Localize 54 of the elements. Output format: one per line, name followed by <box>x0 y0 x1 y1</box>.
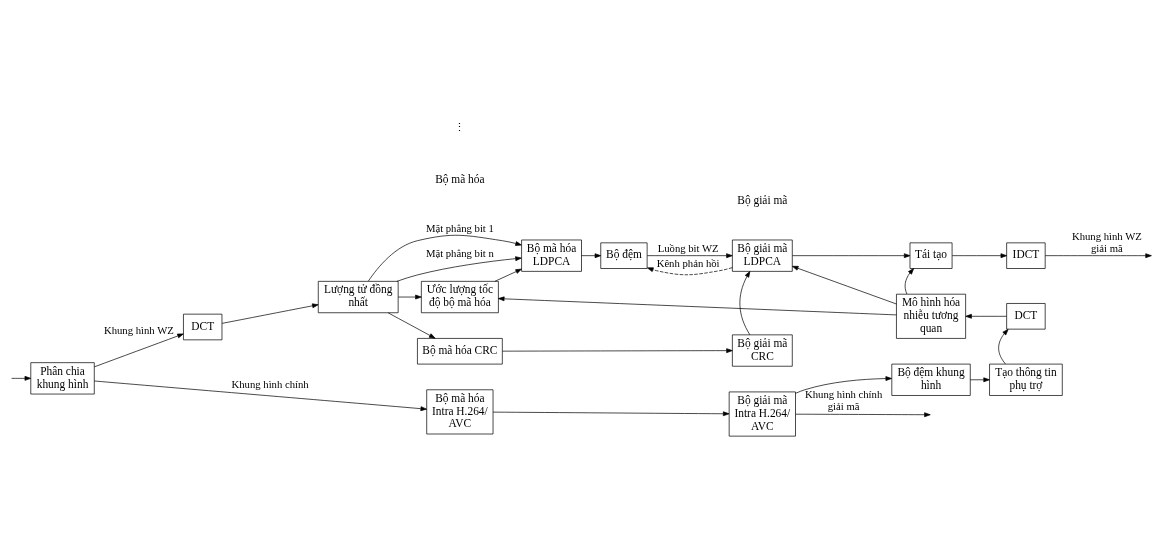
node-box: Phân chia khung hình <box>30 361 95 394</box>
edge-label: Khung hình WZ <box>103 323 174 336</box>
label: Bộ mã hóa <box>435 172 485 185</box>
arrow <box>969 376 990 382</box>
arrow <box>647 266 733 275</box>
arrow <box>94 333 184 367</box>
node-box: Bộ giải mã Intra H.264/ AVC <box>728 391 796 436</box>
label: Bộ giải mã <box>737 193 788 206</box>
node-box: Bộ mã hóa Intra H.264/ AVC <box>426 388 494 434</box>
arrow <box>494 268 522 282</box>
arrow <box>904 267 914 294</box>
arrow <box>396 255 522 282</box>
node-box: Tạo thông tin phụ trợ <box>989 363 1063 396</box>
arrow <box>492 410 730 416</box>
edge-label: Khung hình chính <box>231 377 309 390</box>
arrow <box>93 380 427 411</box>
node-box: Tái tạo <box>909 241 953 269</box>
arrow <box>951 252 1007 258</box>
edge-label: Luồng bit WZ <box>657 241 719 254</box>
node-box: Bộ đệm <box>600 241 648 269</box>
node-box: Bộ mã hóa CRC <box>417 337 503 364</box>
node-box: Bộ đệm khung hình <box>891 363 971 396</box>
node-box: Bộ giải mã CRC <box>732 334 793 367</box>
arrow <box>792 252 911 258</box>
arrow <box>795 375 892 394</box>
arrow <box>498 296 897 315</box>
edge-label: Mặt phẳng bit n <box>425 246 494 259</box>
edge-label: Khung hình WZ giải mã <box>1071 229 1142 254</box>
arrow <box>502 347 733 353</box>
arrow <box>739 270 751 335</box>
node-box: Lượng tử đồng nhất <box>317 280 399 313</box>
arrow <box>581 252 602 258</box>
edge-label: Mặt phẳng bit 1 <box>425 221 494 234</box>
arrow <box>221 302 319 324</box>
node-box: DCT <box>183 313 223 340</box>
arrow <box>646 252 733 258</box>
edge-label: Khung hình chính giải mã <box>805 387 883 412</box>
arrow <box>998 328 1009 364</box>
node-box: Mô hình hóa nhiễu tương quan <box>896 293 966 339</box>
arrow <box>368 234 522 281</box>
arrow <box>795 411 931 417</box>
edge-label: Kênh phản hồi <box>656 256 720 269</box>
node-box: Bộ mã hóa LDPCA <box>521 239 582 272</box>
node-box: IDCT <box>1006 241 1046 269</box>
arrow <box>387 312 436 339</box>
arrow <box>11 375 31 381</box>
node-box: Ước lượng tốc độ bộ mã hóa <box>421 280 499 313</box>
arrow <box>397 294 422 299</box>
arrow <box>792 265 897 304</box>
node-box: DCT <box>1006 302 1046 329</box>
arrow <box>1044 252 1152 258</box>
node-box: Bộ giải mã LDPCA <box>732 239 793 272</box>
arrow <box>965 313 1007 319</box>
label: ⋮ <box>454 120 466 133</box>
